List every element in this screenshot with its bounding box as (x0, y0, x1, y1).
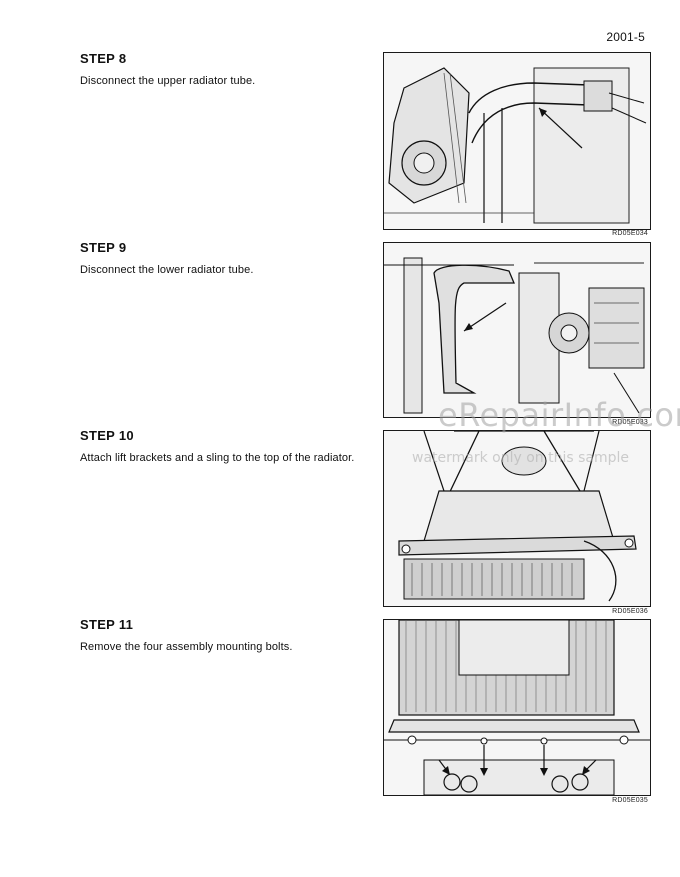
engine-illustration-lower-tube (384, 243, 650, 417)
page-number: 2001-5 (606, 30, 645, 44)
watermark-note: watermark only on this sample (412, 450, 630, 466)
figure-lift-brackets-sling (383, 430, 651, 607)
radiator-sling-illustration (384, 431, 650, 606)
step-8: STEP 8 Disconnect the upper radiator tub… (80, 51, 360, 88)
step-heading: STEP 8 (80, 51, 127, 66)
engine-illustration-upper-tube (384, 53, 650, 229)
radiator-mounting-bolts-illustration (384, 620, 650, 795)
step-instruction: Remove the four assembly mounting bolts. (80, 641, 293, 653)
step-heading: STEP 11 (80, 617, 134, 632)
figure-code: RD05E034 (612, 230, 648, 237)
step-instruction: Disconnect the lower radiator tube. (80, 264, 254, 276)
figure-code: RD05E035 (612, 797, 648, 804)
figure-upper-radiator-tube (383, 52, 651, 230)
figure-code: RD05E033 (612, 419, 648, 426)
step-10: STEP 10 Attach lift brackets and a sling… (80, 428, 360, 465)
step-heading: STEP 10 (80, 428, 134, 443)
step-11: STEP 11 Remove the four assembly mountin… (80, 617, 360, 654)
figure-code: RD05E036 (612, 608, 648, 615)
step-instruction: Attach lift brackets and a sling to the … (80, 452, 355, 464)
step-9: STEP 9 Disconnect the lower radiator tub… (80, 240, 360, 277)
step-heading: STEP 9 (80, 240, 127, 255)
figure-lower-radiator-tube (383, 242, 651, 418)
step-instruction: Disconnect the upper radiator tube. (80, 75, 256, 87)
watermark: eRepairInfo.com (438, 396, 680, 434)
figure-mounting-bolts (383, 619, 651, 796)
